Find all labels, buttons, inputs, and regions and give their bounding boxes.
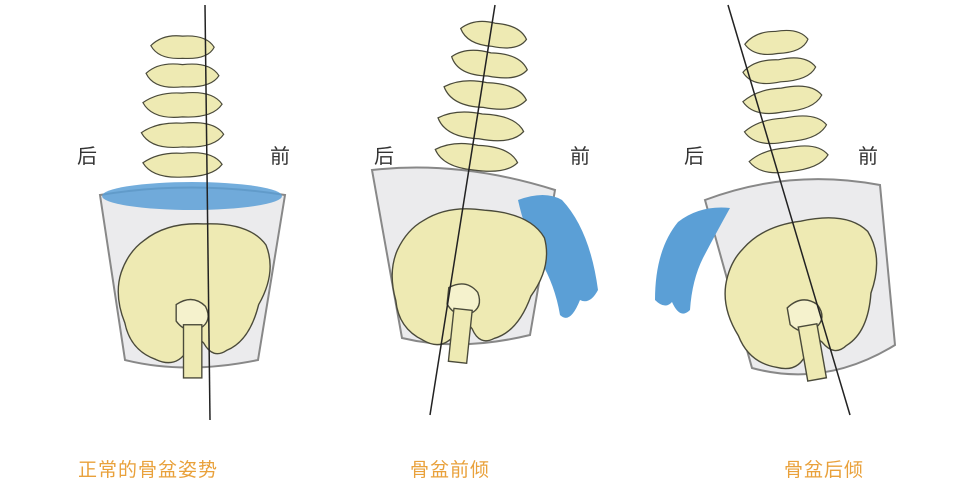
caption-normal: 正常的骨盆姿势: [78, 459, 219, 481]
caption-anterior-tilt: 骨盆前倾: [410, 459, 491, 481]
back-label: 后: [77, 144, 97, 168]
front-label: 前: [270, 144, 290, 168]
back-label: 后: [684, 144, 704, 168]
back-label: 后: [374, 144, 394, 168]
panel-normal: [98, 4, 287, 421]
front-label: 前: [858, 144, 878, 168]
panel-posterior-tilt: [655, 4, 897, 416]
caption-posterior-tilt: 骨盆后倾: [784, 459, 865, 481]
panel-anterior-tilt: [370, 4, 598, 416]
front-label: 前: [570, 144, 590, 168]
